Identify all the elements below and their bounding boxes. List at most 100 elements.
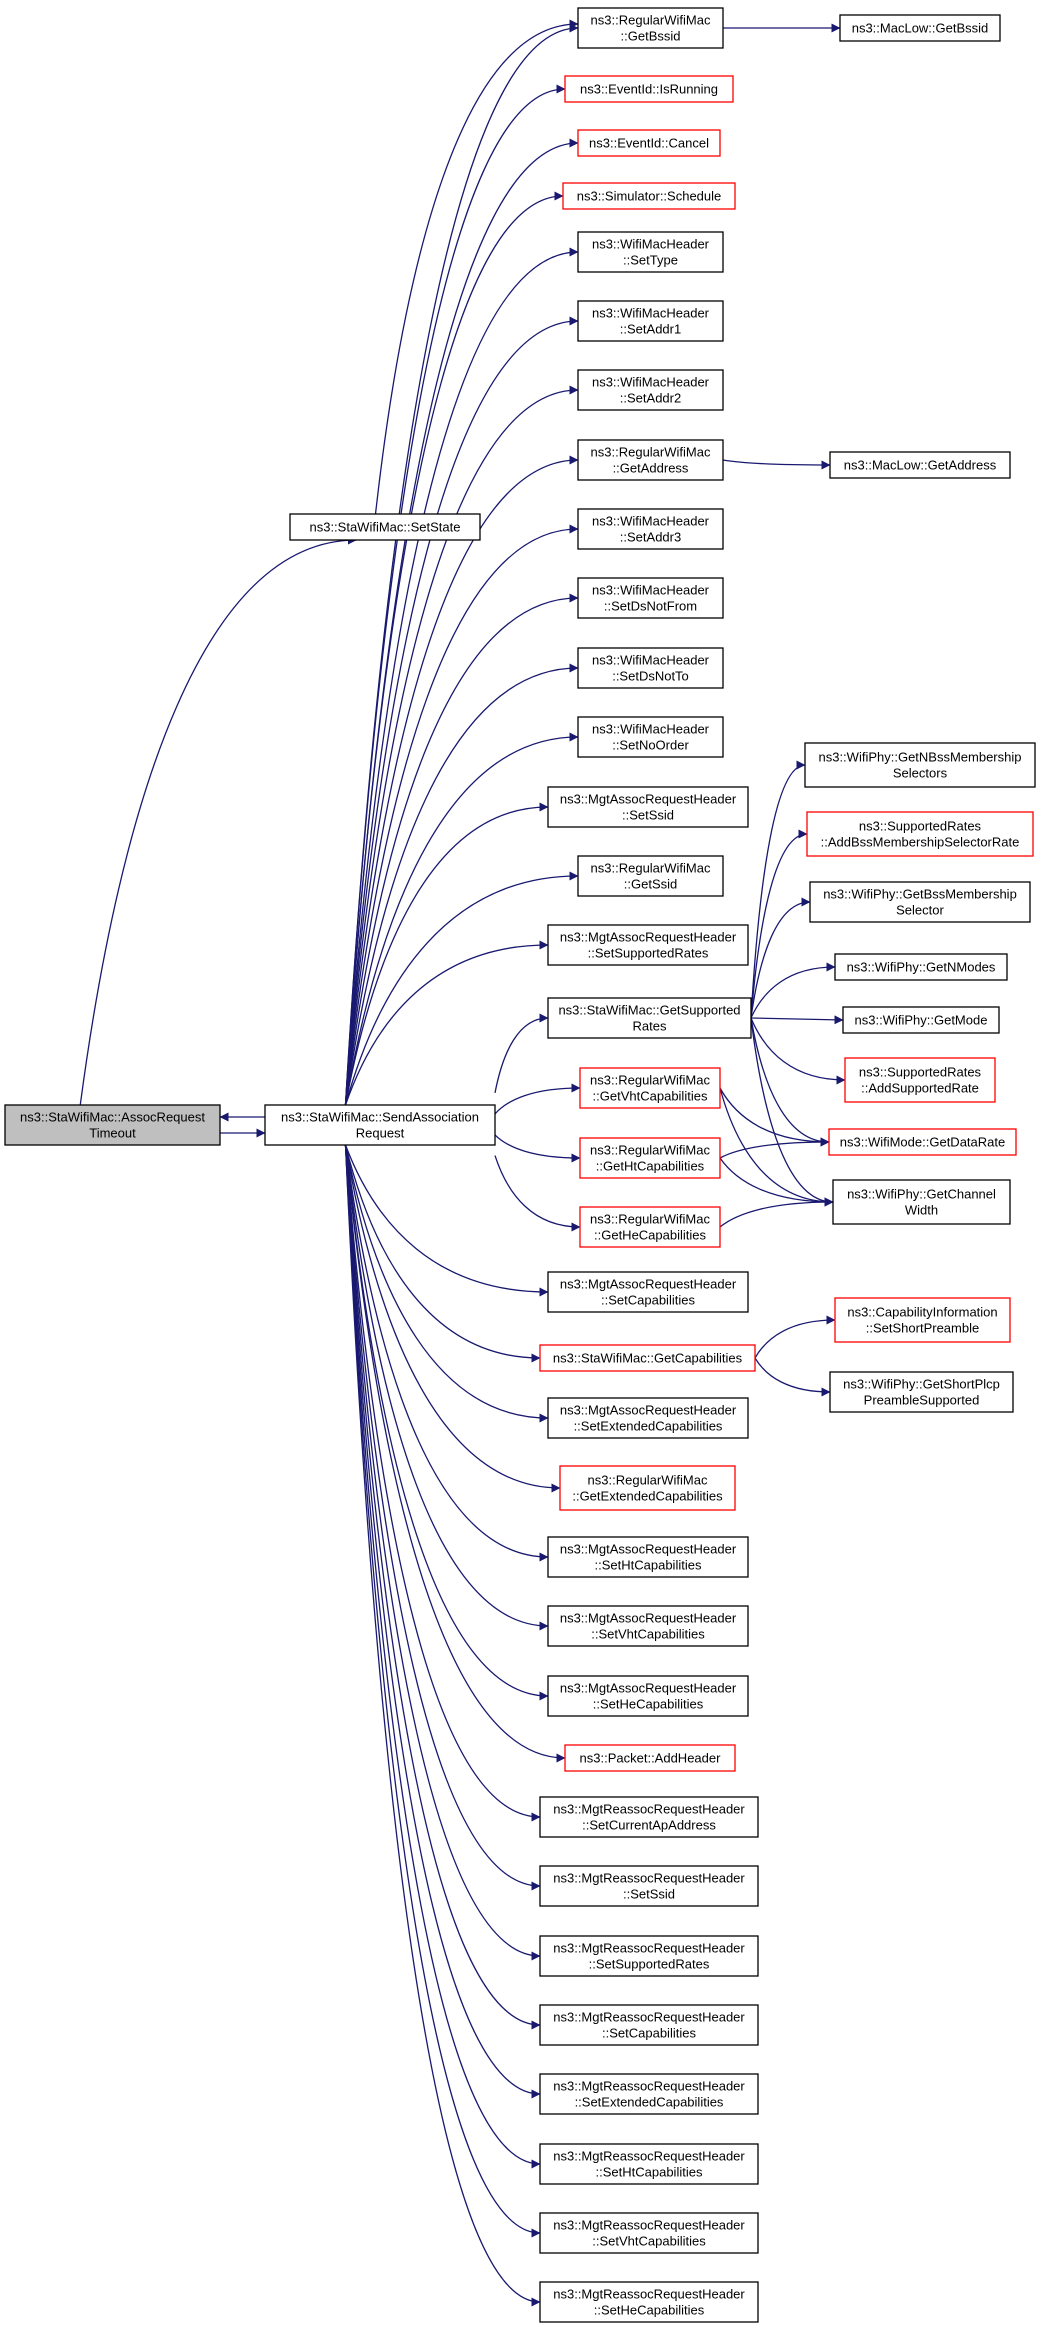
node-rw-getssid[interactable]: ns3::RegularWifiMac::GetSsid	[577, 855, 724, 897]
node-label: ns3::MgtAssocRequestHeader	[560, 1542, 737, 1557]
node-label: ::SetSupportedRates	[588, 946, 709, 961]
edge-send-assoc-to-sim-schedule	[344, 191, 564, 1106]
node-marh-setssid[interactable]: ns3::MgtAssocRequestHeader::SetSsid	[547, 786, 749, 828]
node-label: ns3::WifiMacHeader	[592, 514, 710, 529]
node-mrrh-sethecaps[interactable]: ns3::MgtReassocRequestHeader::SetHeCapab…	[539, 2281, 759, 2323]
node-box	[577, 647, 724, 689]
node-mrrh-setcurrentap[interactable]: ns3::MgtReassocRequestHeader::SetCurrent…	[539, 1796, 759, 1838]
edge-send-assoc-to-marh-sethtcaps	[344, 1144, 549, 1562]
node-marh-setextcaps[interactable]: ns3::MgtAssocRequestHeader::SetExtendedC…	[547, 1397, 749, 1439]
node-label: ::GetVhtCapabilities	[593, 1089, 708, 1104]
node-eventid-cancel[interactable]: ns3::EventId::Cancel	[577, 129, 721, 157]
node-packet-addheader[interactable]: ns3::Packet::AddHeader	[564, 1744, 736, 1772]
node-box	[539, 2143, 759, 2185]
node-label: ns3::WifiPhy::GetBssMembership	[823, 887, 1017, 902]
node-box	[579, 1137, 721, 1179]
node-box	[539, 2281, 759, 2323]
edge-send-assoc-to-wmh-settype	[344, 247, 579, 1106]
node-rw-getvht[interactable]: ns3::RegularWifiMac::GetVhtCapabilities	[579, 1067, 721, 1109]
node-layer: ns3::StaWifiMac::AssocRequestTimeoutns3:…	[4, 7, 1036, 2323]
node-marh-sethecaps[interactable]: ns3::MgtAssocRequestHeader::SetHeCapabil…	[547, 1675, 749, 1717]
node-maclow-getbssid[interactable]: ns3::MacLow::GetBssid	[839, 14, 1001, 42]
node-label: ns3::MgtReassocRequestHeader	[553, 2287, 745, 2302]
node-mrrh-sethtcaps[interactable]: ns3::MgtReassocRequestHeader::SetHtCapab…	[539, 2143, 759, 2185]
edge-sta-getcaps-to-phy-getshortplcp	[754, 1357, 831, 1397]
node-mrrh-setcaps[interactable]: ns3::MgtReassocRequestHeader::SetCapabil…	[539, 2004, 759, 2046]
node-label: ::SetAddr2	[620, 391, 681, 406]
node-ci-setshortpreamble[interactable]: ns3::CapabilityInformation::SetShortPrea…	[834, 1297, 1011, 1343]
node-label: ns3::StaWifiMac::SendAssociation	[281, 1110, 479, 1125]
node-sta-getcaps[interactable]: ns3::StaWifiMac::GetCapabilities	[539, 1344, 756, 1372]
node-label: ::SetSupportedRates	[589, 1957, 710, 1972]
node-wmh-setaddr2[interactable]: ns3::WifiMacHeader::SetAddr2	[577, 369, 724, 411]
edge-send-assoc-to-wmh-setdsnotfrom	[344, 593, 579, 1106]
node-label: ::AddSupportedRate	[861, 1081, 979, 1096]
node-mode-getdatarate[interactable]: ns3::WifiMode::GetDataRate	[828, 1128, 1017, 1156]
node-phy-getmode[interactable]: ns3::WifiPhy::GetMode	[842, 1006, 1000, 1034]
node-box	[834, 953, 1008, 981]
node-box	[832, 1179, 1011, 1225]
node-box	[547, 1536, 749, 1578]
node-box	[564, 75, 734, 103]
node-mrrh-setssid[interactable]: ns3::MgtReassocRequestHeader::SetSsid	[539, 1865, 759, 1907]
node-marh-setvhtcaps[interactable]: ns3::MgtAssocRequestHeader::SetVhtCapabi…	[547, 1605, 749, 1647]
node-label: ns3::StaWifiMac::SetState	[309, 520, 460, 535]
node-rw-gethe[interactable]: ns3::RegularWifiMac::GetHeCapabilities	[579, 1206, 721, 1248]
edge-sta-getsupportedrates-to-sr-addsupported	[750, 1017, 846, 1085]
node-label: ::GetSsid	[624, 877, 677, 892]
node-wmh-setdsnotfrom[interactable]: ns3::WifiMacHeader::SetDsNotFrom	[577, 577, 724, 619]
node-wmh-setaddr1[interactable]: ns3::WifiMacHeader::SetAddr1	[577, 300, 724, 342]
node-set-state[interactable]: ns3::StaWifiMac::SetState	[289, 513, 481, 541]
node-mrrh-setvhtcaps[interactable]: ns3::MgtReassocRequestHeader::SetVhtCapa…	[539, 2212, 759, 2254]
edge-assoc-timeout-to-set-state	[79, 535, 357, 1106]
node-box	[809, 881, 1031, 923]
edge-send-assoc-to-mrrh-setsupportedrates	[344, 1144, 541, 1961]
node-label: ns3::MgtReassocRequestHeader	[553, 2079, 745, 2094]
node-box	[579, 1206, 721, 1248]
node-box	[547, 924, 749, 966]
node-label: ::SetDsNotFrom	[604, 599, 697, 614]
node-phy-getshortplcp[interactable]: ns3::WifiPhy::GetShortPlcpPreambleSuppor…	[829, 1371, 1014, 1413]
node-sim-schedule[interactable]: ns3::Simulator::Schedule	[562, 182, 736, 210]
node-sr-addsupported[interactable]: ns3::SupportedRates::AddSupportedRate	[844, 1057, 996, 1103]
node-label: ::SetAddr3	[620, 530, 681, 545]
node-eventid-isrunning[interactable]: ns3::EventId::IsRunning	[564, 75, 734, 103]
node-label: ns3::WifiMacHeader	[592, 237, 710, 252]
edge-send-assoc-to-eventid-isrunning	[344, 84, 566, 1106]
edge-send-assoc-to-mrrh-setssid	[344, 1144, 541, 1891]
node-rw-getht[interactable]: ns3::RegularWifiMac::GetHtCapabilities	[579, 1137, 721, 1179]
node-box	[547, 786, 749, 828]
node-box	[844, 1057, 996, 1103]
node-box	[577, 508, 724, 550]
node-label: ::SetHtCapabilities	[595, 1558, 702, 1573]
node-marh-setsupportedrates[interactable]: ns3::MgtAssocRequestHeader::SetSupported…	[547, 924, 749, 966]
edge-rw-getht-to-mode-getdatarate	[719, 1137, 830, 1159]
edge-send-assoc-to-mrrh-sethtcaps	[344, 1144, 541, 2169]
node-rw-getextcaps[interactable]: ns3::RegularWifiMac::GetExtendedCapabili…	[559, 1465, 736, 1511]
node-wmh-setnoorder[interactable]: ns3::WifiMacHeader::SetNoOrder	[577, 716, 724, 758]
node-wmh-setdsnotto[interactable]: ns3::WifiMacHeader::SetDsNotTo	[577, 647, 724, 689]
node-wmh-setaddr3[interactable]: ns3::WifiMacHeader::SetAddr3	[577, 508, 724, 550]
node-mrrh-setsupportedrates[interactable]: ns3::MgtReassocRequestHeader::SetSupport…	[539, 1935, 759, 1977]
node-box	[577, 439, 724, 481]
node-box	[577, 369, 724, 411]
node-sr-addbss[interactable]: ns3::SupportedRates::AddBssMembershipSel…	[806, 811, 1034, 857]
edge-rw-getht-to-phy-getchannelwidth	[719, 1157, 834, 1207]
node-label: ::SetExtendedCapabilities	[575, 2095, 724, 2110]
node-maclow-getaddress[interactable]: ns3::MacLow::GetAddress	[829, 451, 1011, 479]
node-marh-sethtcaps[interactable]: ns3::MgtAssocRequestHeader::SetHtCapabil…	[547, 1536, 749, 1578]
node-rw-getaddress[interactable]: ns3::RegularWifiMac::GetAddress	[577, 439, 724, 481]
node-rw-getbssid[interactable]: ns3::RegularWifiMac::GetBssid	[577, 7, 724, 49]
node-phy-getnmodes[interactable]: ns3::WifiPhy::GetNModes	[834, 953, 1008, 981]
node-label: ns3::WifiMode::GetDataRate	[840, 1135, 1005, 1150]
node-wmh-settype[interactable]: ns3::WifiMacHeader::SetType	[577, 231, 724, 273]
node-marh-setcaps[interactable]: ns3::MgtAssocRequestHeader::SetCapabilit…	[547, 1271, 749, 1313]
node-mrrh-setextcaps[interactable]: ns3::MgtReassocRequestHeader::SetExtende…	[539, 2073, 759, 2115]
node-box	[547, 1271, 749, 1313]
